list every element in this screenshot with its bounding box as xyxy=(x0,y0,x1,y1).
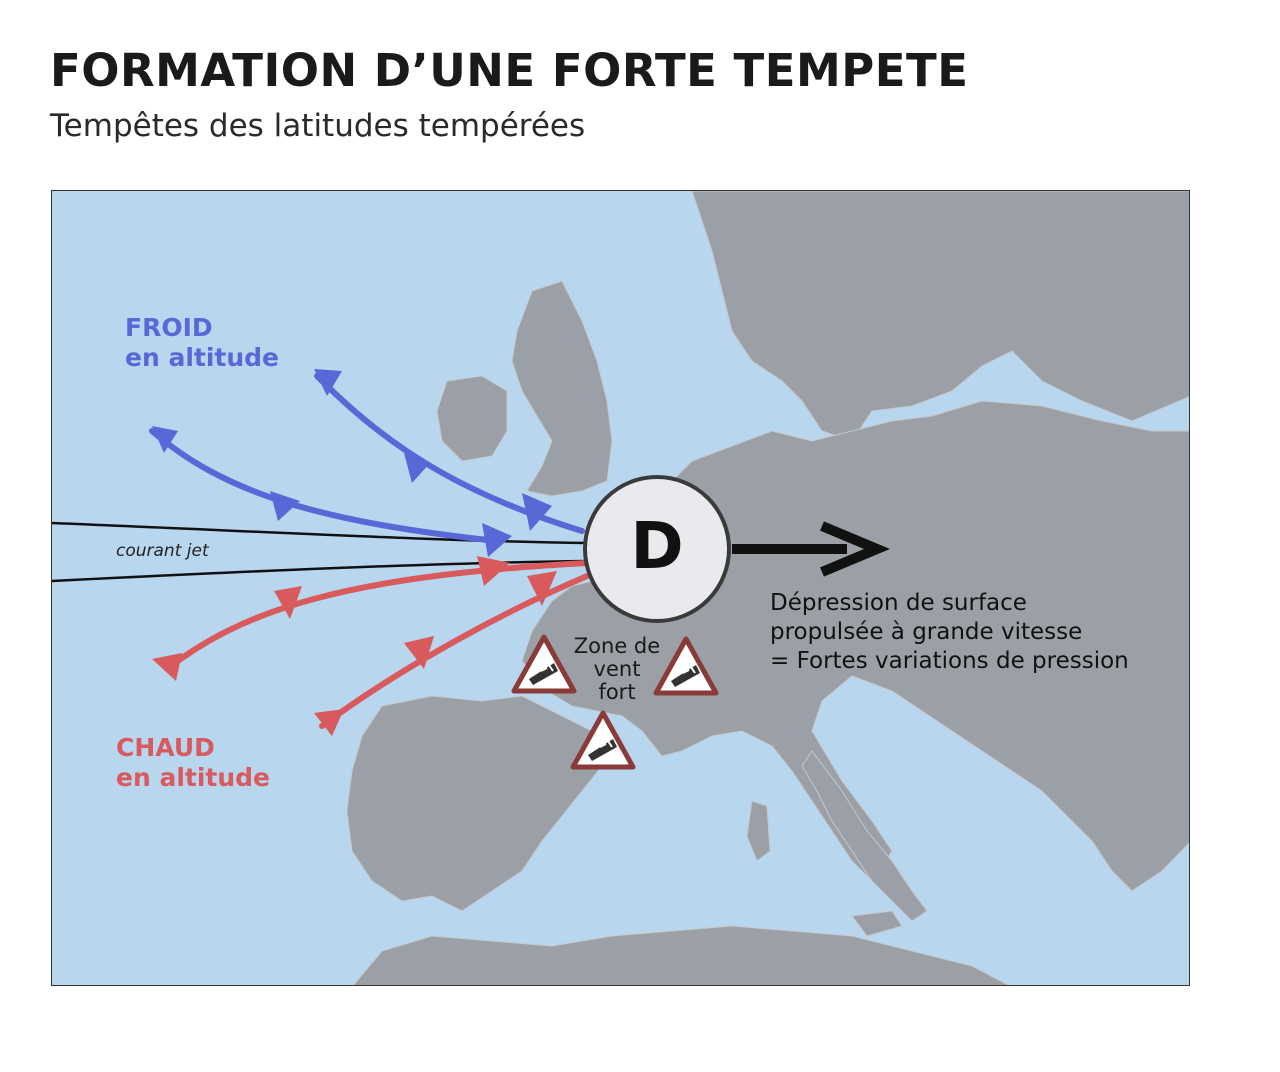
zone-label-line-1: Zone de xyxy=(573,634,661,658)
low-pressure-symbol: D xyxy=(630,510,684,584)
strong-wind-zone-label: Zone de vent fort xyxy=(564,635,670,704)
land-great-britain xyxy=(511,280,613,497)
page-subtitle: Tempêtes des latitudes tempérées xyxy=(50,108,586,144)
warm-label-line-1: CHAUD xyxy=(116,733,215,762)
land-scandinavia xyxy=(691,191,1189,442)
map-drawing xyxy=(52,191,1189,985)
depression-line-2: propulsée à grande vitesse xyxy=(770,619,1083,645)
windsock-warning-icon xyxy=(511,634,577,694)
land-sardinia xyxy=(746,800,771,862)
cold-label-line-1: FROID xyxy=(125,313,213,342)
warm-arrow-head xyxy=(152,653,182,681)
zone-label-line-3: fort xyxy=(598,680,636,704)
depression-line-1: Dépression de surface xyxy=(770,590,1027,616)
cold-arrow-head xyxy=(522,493,552,531)
warm-air-label: CHAUD en altitude xyxy=(116,733,270,793)
jet-stream-upper-line xyxy=(52,521,588,545)
warm-arrow-head xyxy=(274,586,302,619)
land-iberia xyxy=(346,695,613,912)
jet-stream-label: courant jet xyxy=(116,541,209,561)
windsock-warning-icon xyxy=(653,636,719,696)
low-pressure-circle xyxy=(583,475,731,623)
movement-arrow-head xyxy=(820,521,890,577)
windsock-warning-icon xyxy=(570,710,636,770)
cold-air-arrows xyxy=(149,373,585,544)
cold-arrow-head xyxy=(314,369,342,396)
cold-arrow-head xyxy=(404,453,430,483)
cold-air-label: FROID en altitude xyxy=(125,313,279,373)
land-north-africa xyxy=(353,925,1010,985)
warm-arrow-head xyxy=(527,571,557,606)
warm-arrow-head xyxy=(404,636,434,669)
cold-arrow-head xyxy=(270,491,300,521)
cold-arrow-head xyxy=(482,523,512,557)
land-italy xyxy=(801,750,928,922)
warm-arrow-head xyxy=(314,709,344,736)
cold-arrow-heads xyxy=(152,369,552,557)
warm-arrow-head xyxy=(477,556,510,586)
land-sicily xyxy=(851,910,903,937)
cold-arrow-2 xyxy=(149,428,500,544)
jet-stream xyxy=(52,521,588,583)
europe-map: FROID en altitude courant jet CHAUD en a… xyxy=(51,190,1190,986)
depression-description: Dépression de surface propulsée à grande… xyxy=(770,589,1129,676)
land-ireland xyxy=(436,375,508,462)
warm-label-line-2: en altitude xyxy=(116,763,271,792)
page-title: FORMATION D’UNE FORTE TEMPETE xyxy=(50,44,969,97)
warm-arrow-1 xyxy=(164,560,590,672)
movement-arrow xyxy=(732,521,890,577)
cold-arrow-head xyxy=(152,426,178,453)
warm-arrow-heads xyxy=(152,556,557,736)
cold-label-line-2: en altitude xyxy=(125,343,280,372)
zone-label-line-2: vent xyxy=(593,657,641,681)
jet-stream-lower-line xyxy=(52,559,588,583)
depression-line-3: = Fortes variations de pression xyxy=(770,648,1129,674)
